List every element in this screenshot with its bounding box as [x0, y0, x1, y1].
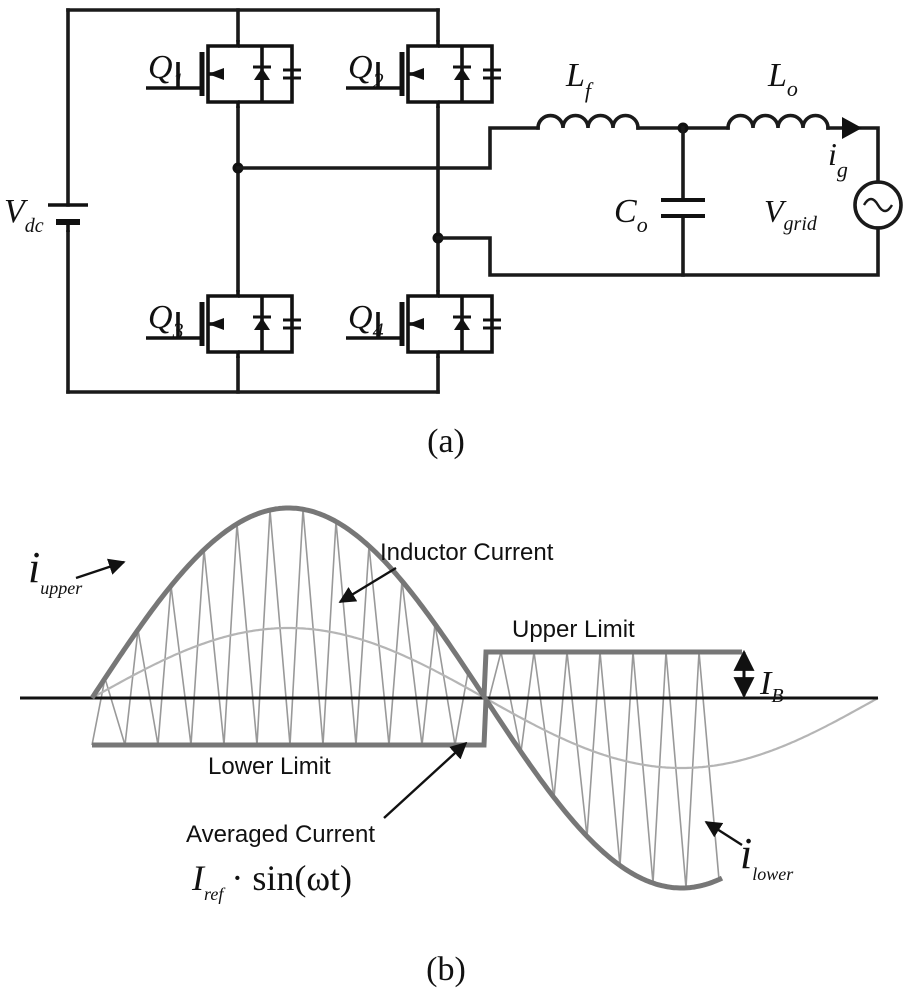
- switch-q4: Q4: [346, 290, 501, 358]
- averaged-current-pointer: [383, 741, 468, 819]
- ib-label: IB: [759, 665, 784, 707]
- q3-label: Q3: [148, 299, 184, 343]
- lower-limit-label: Lower Limit: [208, 753, 331, 780]
- ib-band-arrow: IB: [733, 649, 784, 707]
- node-a-output-wire: [236, 126, 540, 170]
- caption-a: (a): [427, 423, 465, 460]
- averaged-current-label: Averaged Current: [186, 821, 375, 848]
- inductor-lo: Lo: [726, 57, 830, 130]
- co-label: Co: [614, 193, 648, 237]
- switch-q3: Q3: [146, 290, 301, 358]
- upper-limit-label: Upper Limit: [512, 616, 635, 643]
- capacitor-co: Co: [614, 126, 705, 277]
- lf-label: Lf: [565, 57, 594, 103]
- vgrid-label: Vgrid: [764, 193, 818, 235]
- vdc-label: Vdc: [4, 193, 44, 237]
- q2-label: Q2: [348, 49, 384, 93]
- current-arrow: [842, 117, 862, 139]
- inductor-current-label: Inductor Current: [380, 539, 554, 566]
- dc-source: Vdc: [4, 8, 88, 394]
- node-b-return-wire: [436, 226, 880, 277]
- upper-envelope: [89, 505, 742, 705]
- inductor-lf: Lf: [536, 57, 640, 130]
- q1-label: Q1: [148, 49, 184, 93]
- iupper-pointer: [75, 558, 126, 580]
- averaged-current-formula: Iref· sin(ωt): [191, 858, 352, 904]
- ig-label: ig: [828, 136, 848, 182]
- q4-label: Q4: [348, 299, 384, 343]
- lo-label: Lo: [767, 57, 798, 101]
- iupper-label: iupper: [28, 543, 83, 598]
- current-waveform: IB Inductor Current Upper Limit Lower Li…: [20, 505, 879, 988]
- ac-wave-icon: [862, 197, 894, 213]
- grid-source: Vgrid: [764, 180, 903, 235]
- ilower-pointer: [704, 820, 743, 847]
- switch-q1: Q1: [146, 40, 301, 108]
- lower-envelope: [92, 691, 724, 891]
- switch-q2: Q2: [346, 40, 501, 108]
- ilower-label: ilower: [740, 829, 794, 884]
- inductor-current-pointer: [338, 566, 397, 604]
- caption-b: (b): [426, 951, 466, 988]
